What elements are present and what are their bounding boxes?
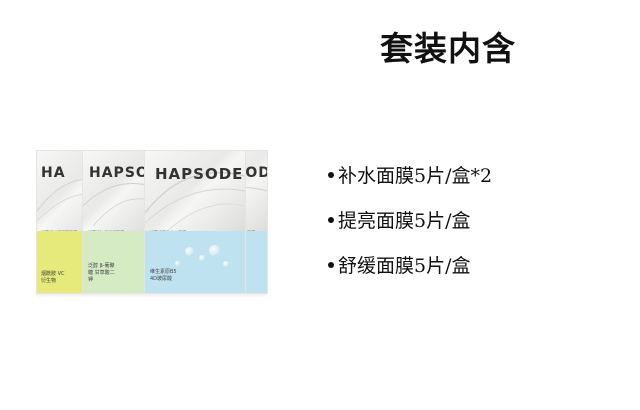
water-drop	[199, 255, 205, 261]
box-brand: HA	[41, 165, 66, 181]
product-box-soothing: HAPSODE 悦芙媞沁润舒缓面膜 MOISTURIZING SOOTHING …	[82, 150, 152, 294]
contents-list: 补水面膜5片/盒*2 提亮面膜5片/盒 舒缓面膜5片/盒	[328, 156, 492, 291]
page-title: 套装内含	[380, 29, 516, 68]
bullet-icon	[328, 217, 334, 223]
list-item: 舒缓面膜5片/盒	[328, 246, 492, 291]
bullet-icon	[328, 262, 334, 268]
box-top-pattern	[83, 151, 151, 233]
box-shadow	[36, 292, 266, 298]
list-item-text: 补水面膜5片/盒*2	[338, 165, 493, 187]
box-brand: HAPSODE	[155, 165, 244, 183]
wave-pattern	[145, 172, 245, 233]
water-drop	[185, 247, 194, 256]
list-item: 提亮面膜5片/盒	[328, 201, 492, 246]
box-color-band	[83, 231, 151, 293]
box-color-band	[145, 231, 245, 293]
product-box-hydrating: HAPSODE 悦芙媞密集补水面膜 INTENSIVE MOISTURIZING…	[144, 150, 246, 294]
box-ingredient: 维生素原B5 4D玻尿酸	[150, 269, 177, 282]
wave-pattern	[83, 183, 151, 227]
water-drop	[209, 245, 220, 256]
list-item-text: 舒缓面膜5片/盒	[338, 255, 471, 277]
box-brand: HAPSODE	[89, 165, 151, 181]
list-item: 补水面膜5片/盒*2	[328, 156, 492, 201]
water-drop	[223, 261, 229, 267]
box-ingredient: 泛醇 β-葡聚糖 甘草酸二钾	[88, 263, 115, 283]
box-top-pattern	[145, 151, 245, 233]
box-ingredient: 烟酰胺 VC衍生物	[41, 271, 65, 284]
bullet-icon	[328, 172, 334, 178]
list-item-text: 提亮面膜5片/盒	[338, 210, 471, 232]
product-image: HA 悦芙媞光透提亮面膜 LIGHTING WHITENING MASK 烟酰胺…	[36, 150, 316, 300]
water-drop	[175, 261, 180, 266]
